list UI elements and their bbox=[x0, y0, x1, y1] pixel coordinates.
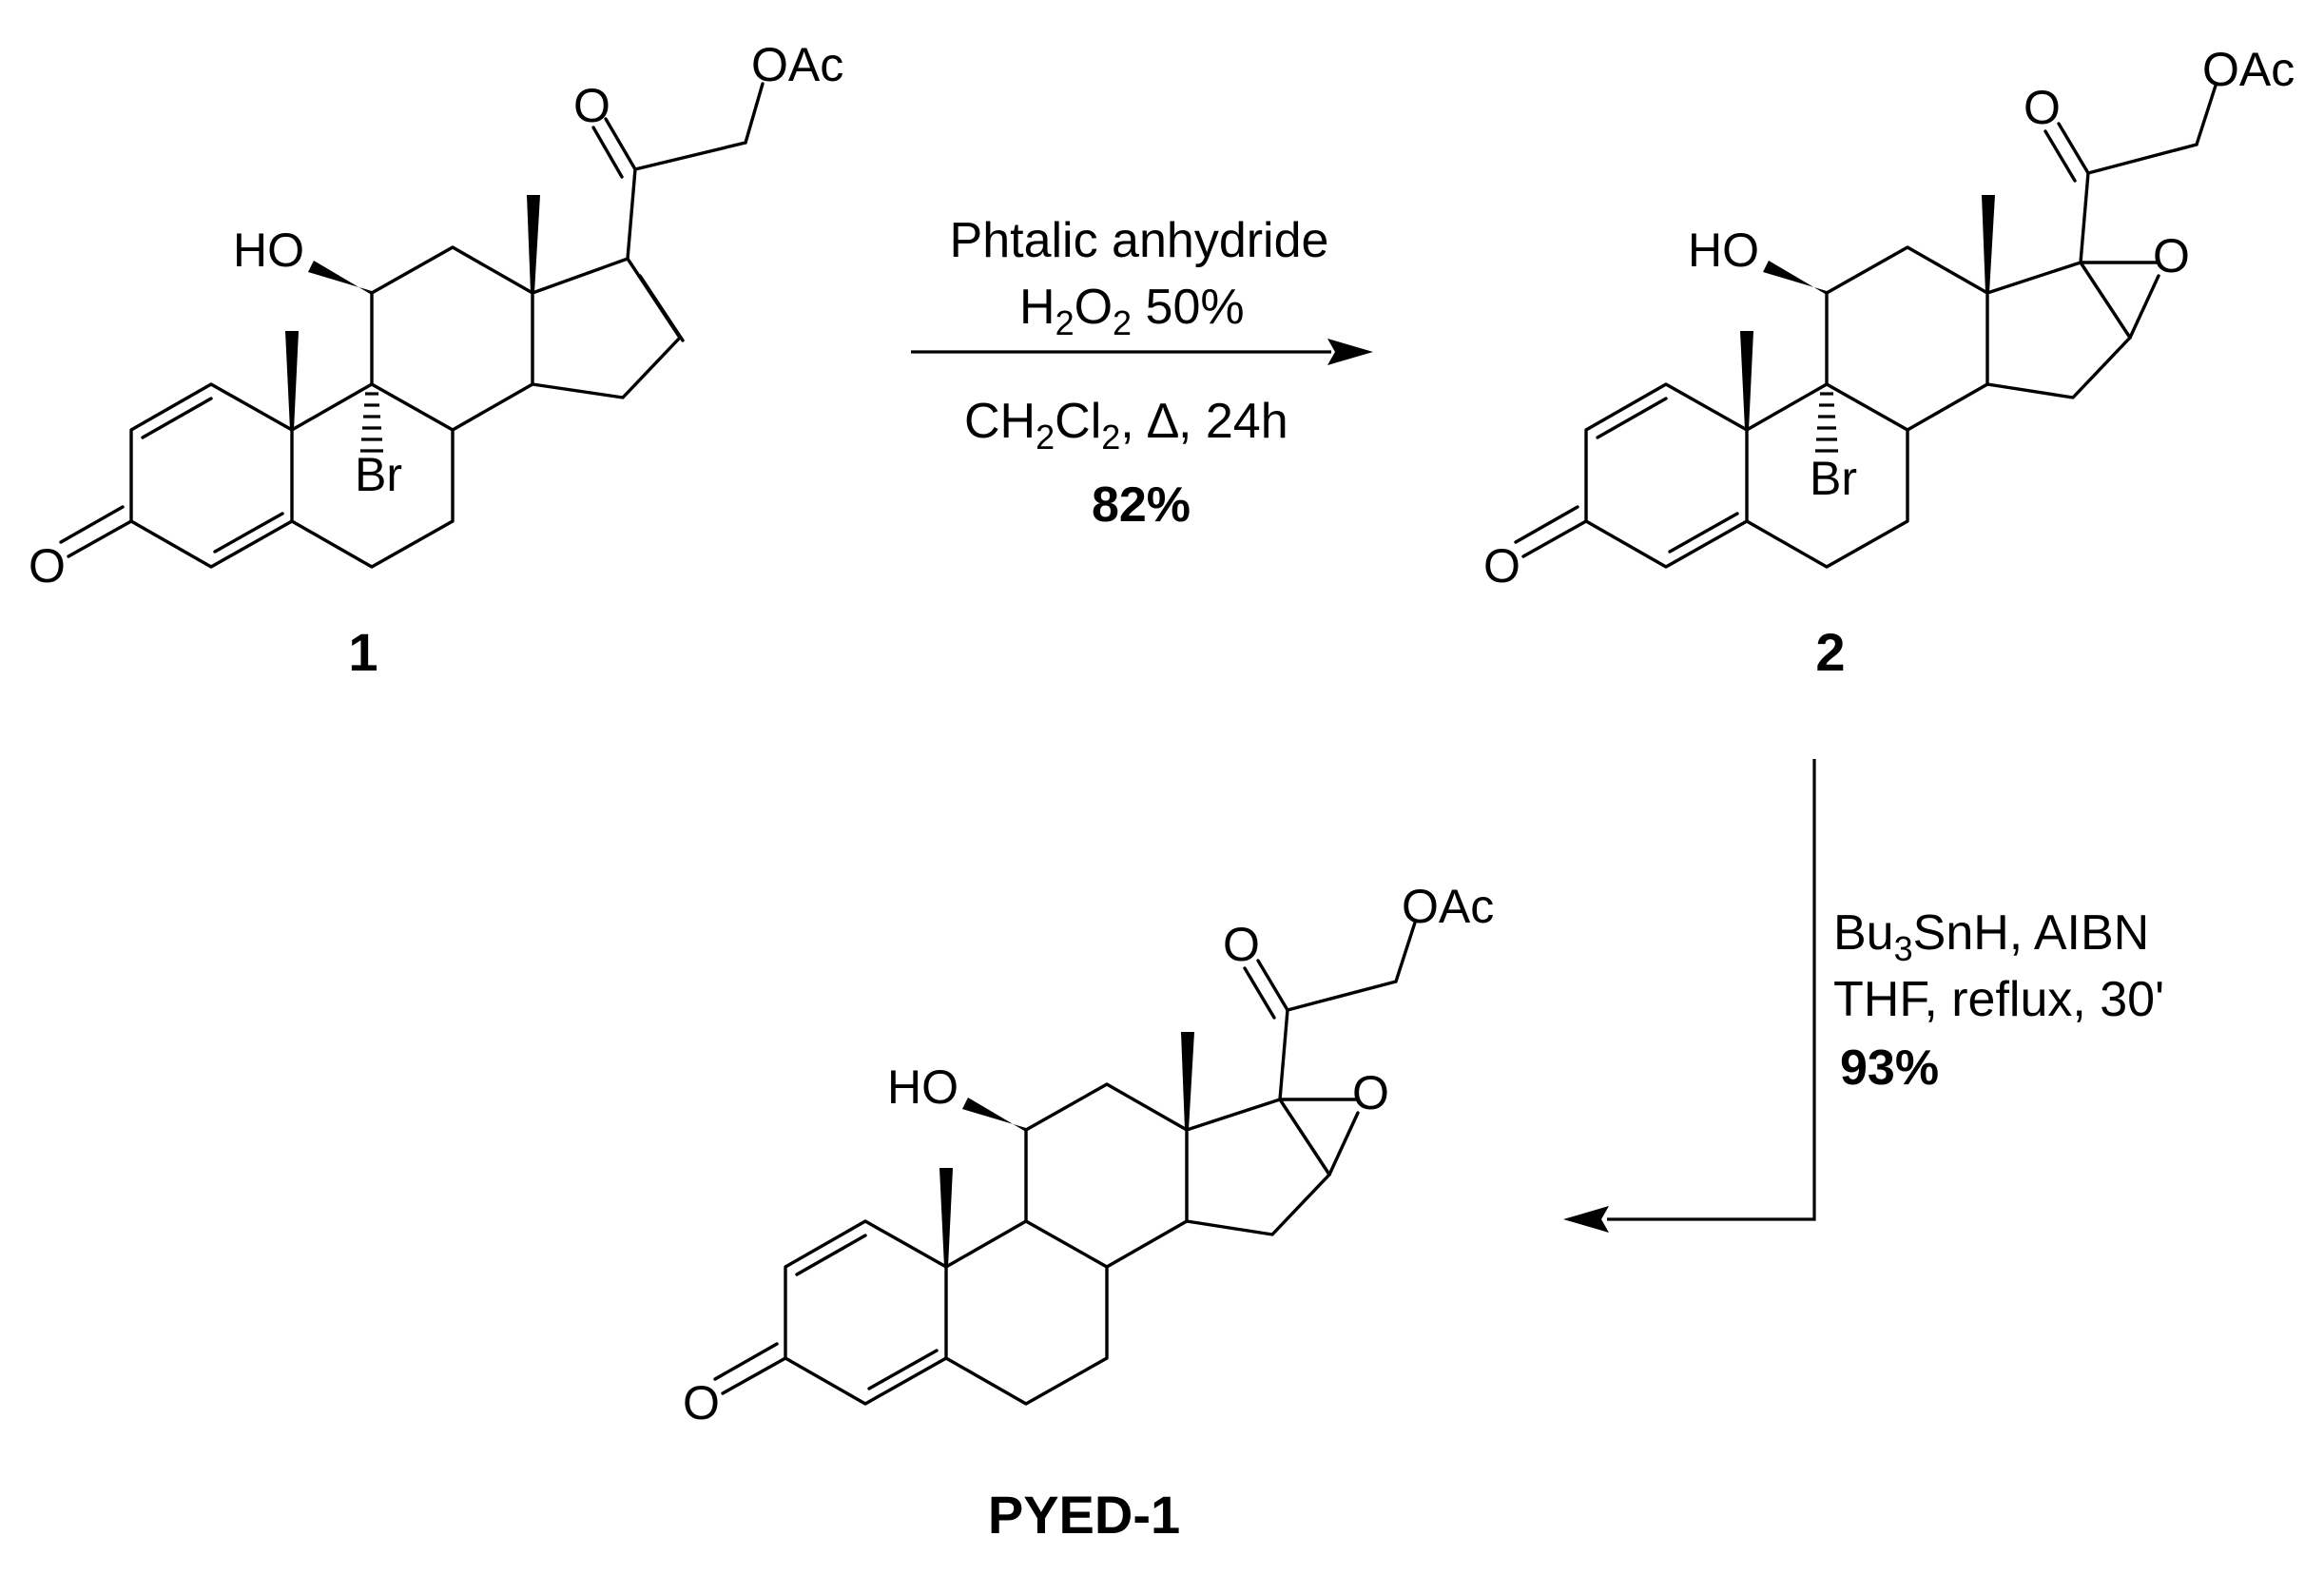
pyed1-oac-label: OAc bbox=[1402, 880, 1494, 933]
c2-oac-label: OAc bbox=[2202, 43, 2295, 96]
c2-epoxide-o-label: O bbox=[2153, 229, 2190, 282]
step2-conditions: THF, reflux, 30' bbox=[1833, 972, 2164, 1027]
c2-ho-label: HO bbox=[1688, 224, 1759, 277]
c1-br-label: Br bbox=[355, 448, 402, 501]
c1-oac-label: OAc bbox=[751, 38, 843, 91]
compound-2-label: 2 bbox=[1815, 622, 1845, 682]
compound-pyed1-label: PYED-1 bbox=[988, 1485, 1180, 1545]
compound-2-structure: HO Br O O O OAc bbox=[1483, 43, 2295, 593]
step2-reagents: Bu3SnH, AIBN bbox=[1833, 905, 2149, 968]
step2-yield: 93% bbox=[1840, 1040, 1939, 1096]
step1-conditions: CH2Cl2, ∆, 24h bbox=[964, 394, 1288, 457]
c1-ho-label: HO bbox=[233, 224, 304, 277]
pyed1-ho-label: HO bbox=[887, 1060, 959, 1114]
pyed1-epoxide-o-label: O bbox=[1352, 1066, 1389, 1119]
c2-ketone-o-label: O bbox=[2024, 81, 2061, 134]
pyed1-ring-o-label: O bbox=[683, 1376, 720, 1429]
compound-1-label: 1 bbox=[348, 622, 378, 682]
c1-ring-o-label: O bbox=[29, 539, 66, 593]
step1-yield: 82% bbox=[1092, 477, 1191, 533]
c2-ring-o-label: O bbox=[1483, 539, 1520, 593]
compound-pyed1-structure: HO O O O OAc bbox=[683, 880, 1494, 1429]
step1-reagent-line1: Phtalic anhydride bbox=[950, 213, 1329, 268]
c1-ketone-o-label: O bbox=[573, 79, 610, 132]
step1-reagent-line2: H2O2 50% bbox=[1019, 280, 1245, 342]
reaction-arrow-2 bbox=[1563, 759, 1816, 1233]
reaction-arrow-1 bbox=[911, 339, 1373, 365]
compound-1-structure: HO Br O O OAc bbox=[29, 38, 843, 593]
c2-br-label: Br bbox=[1810, 452, 1857, 505]
pyed1-ketone-o-label: O bbox=[1223, 918, 1260, 971]
